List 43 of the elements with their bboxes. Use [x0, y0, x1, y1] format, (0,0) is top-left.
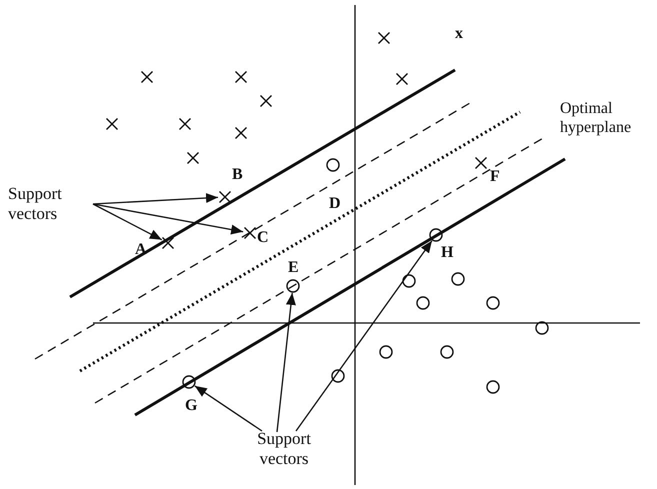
circle-marker	[326, 158, 340, 172]
cross-marker	[218, 190, 232, 204]
circle-marker	[486, 296, 500, 310]
arrow	[92, 193, 218, 205]
arrow	[295, 240, 432, 432]
circle-marker	[486, 380, 500, 394]
point-label: B	[232, 166, 243, 184]
point-label: G	[185, 397, 198, 415]
point-label: D	[329, 195, 341, 213]
circle-marker	[535, 321, 549, 335]
circle-marker	[416, 296, 430, 310]
cross-marker	[474, 156, 488, 170]
cross-marker	[395, 72, 409, 86]
cross-marker	[234, 126, 248, 140]
cross-marker	[140, 70, 154, 84]
cross-marker	[234, 70, 248, 84]
cross-marker	[105, 117, 119, 131]
cross-marker	[377, 31, 391, 45]
arrow	[276, 292, 296, 432]
arrow	[92, 203, 244, 234]
cross-marker	[178, 117, 192, 131]
arrow	[92, 203, 162, 240]
cross-marker	[243, 226, 257, 240]
support-vectors-text: Support vectors	[234, 429, 334, 469]
circle-marker	[440, 345, 454, 359]
circle-marker	[331, 369, 345, 383]
hyperplane-label: Optimal hyperplane	[560, 99, 632, 137]
cross-marker	[259, 94, 273, 108]
circle-marker	[379, 345, 393, 359]
point-label: E	[288, 259, 299, 277]
circle-marker	[286, 279, 300, 293]
point-label: H	[441, 244, 454, 262]
arrow	[194, 385, 262, 432]
point-label: C	[257, 229, 269, 247]
circle-marker	[429, 228, 443, 242]
circle-marker	[451, 272, 465, 286]
circle-marker	[182, 375, 196, 389]
cross-marker	[186, 151, 200, 165]
cross-marker	[161, 236, 175, 250]
support-vectors-text: Support vectors	[8, 184, 88, 224]
circle-marker	[402, 274, 416, 288]
point-label: x	[455, 24, 463, 43]
point-label: F	[490, 168, 500, 186]
